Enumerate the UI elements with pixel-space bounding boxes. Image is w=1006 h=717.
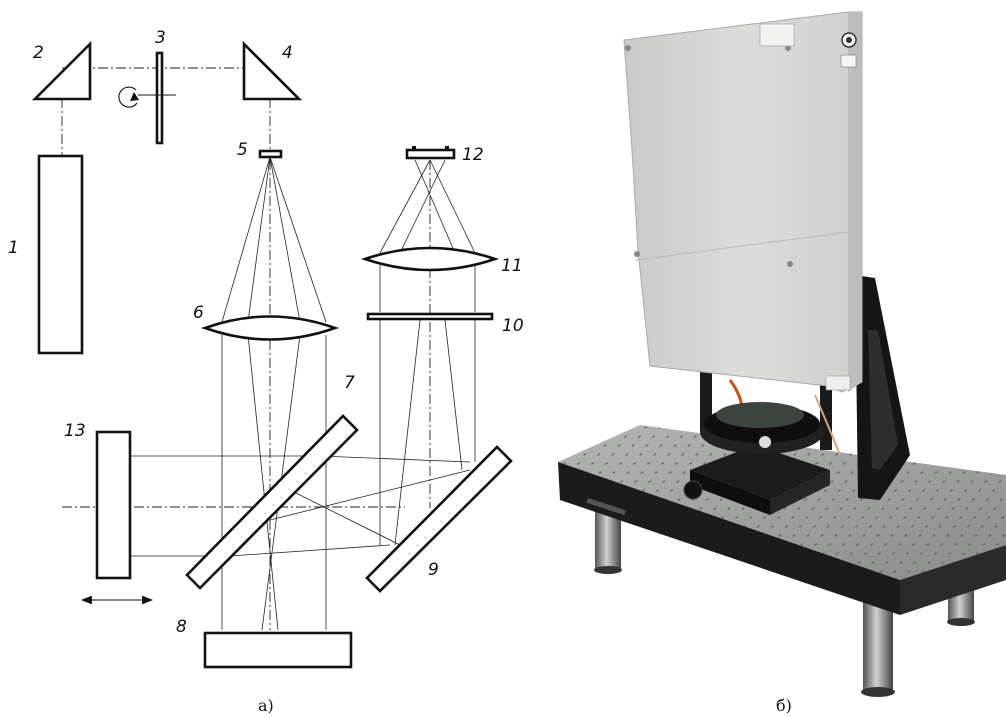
label-1: 1 [8,238,19,258]
aperture-element [258,149,283,159]
label-6: 6 [193,303,204,323]
label-4: 4 [282,43,293,63]
device-label-sticker [759,23,795,47]
lens-left-element [201,315,339,341]
label-9: 9 [428,560,439,580]
label-7: 7 [344,373,355,393]
mirror-element [365,445,513,593]
optical-table-side [900,545,1006,615]
table-leg-front [863,600,893,692]
optical-schematic: 1 2 3 4 5 6 7 8 9 10 11 12 13 а) [8,28,524,715]
reference-mirror-element [95,430,132,580]
caption-b: б) [776,696,792,715]
rays-right [379,159,476,546]
optical-table-front [558,462,900,615]
lens-right-element [360,246,500,272]
chopper-element [118,51,176,145]
positioning-stage [683,402,830,515]
label-5: 5 [237,140,248,160]
label-2: 2 [33,43,44,63]
label-3: 3 [155,28,166,48]
prism-right-element [242,40,303,101]
caption-a: а) [258,696,274,715]
label-8: 8 [176,617,187,637]
device-photo: б) [558,11,1006,715]
label-12: 12 [462,145,484,165]
detector-element [405,146,456,160]
label-10: 10 [502,316,524,336]
laser-element [37,154,84,355]
ground-sign-icon [840,54,857,68]
device-enclosure [623,11,863,393]
label-11: 11 [501,256,523,276]
sample-element [203,631,353,669]
prism-left-element [31,40,92,101]
beam-splitter-element [185,414,359,590]
label-13: 13 [64,421,86,441]
filter-element [366,312,494,321]
rays-left [130,156,471,631]
